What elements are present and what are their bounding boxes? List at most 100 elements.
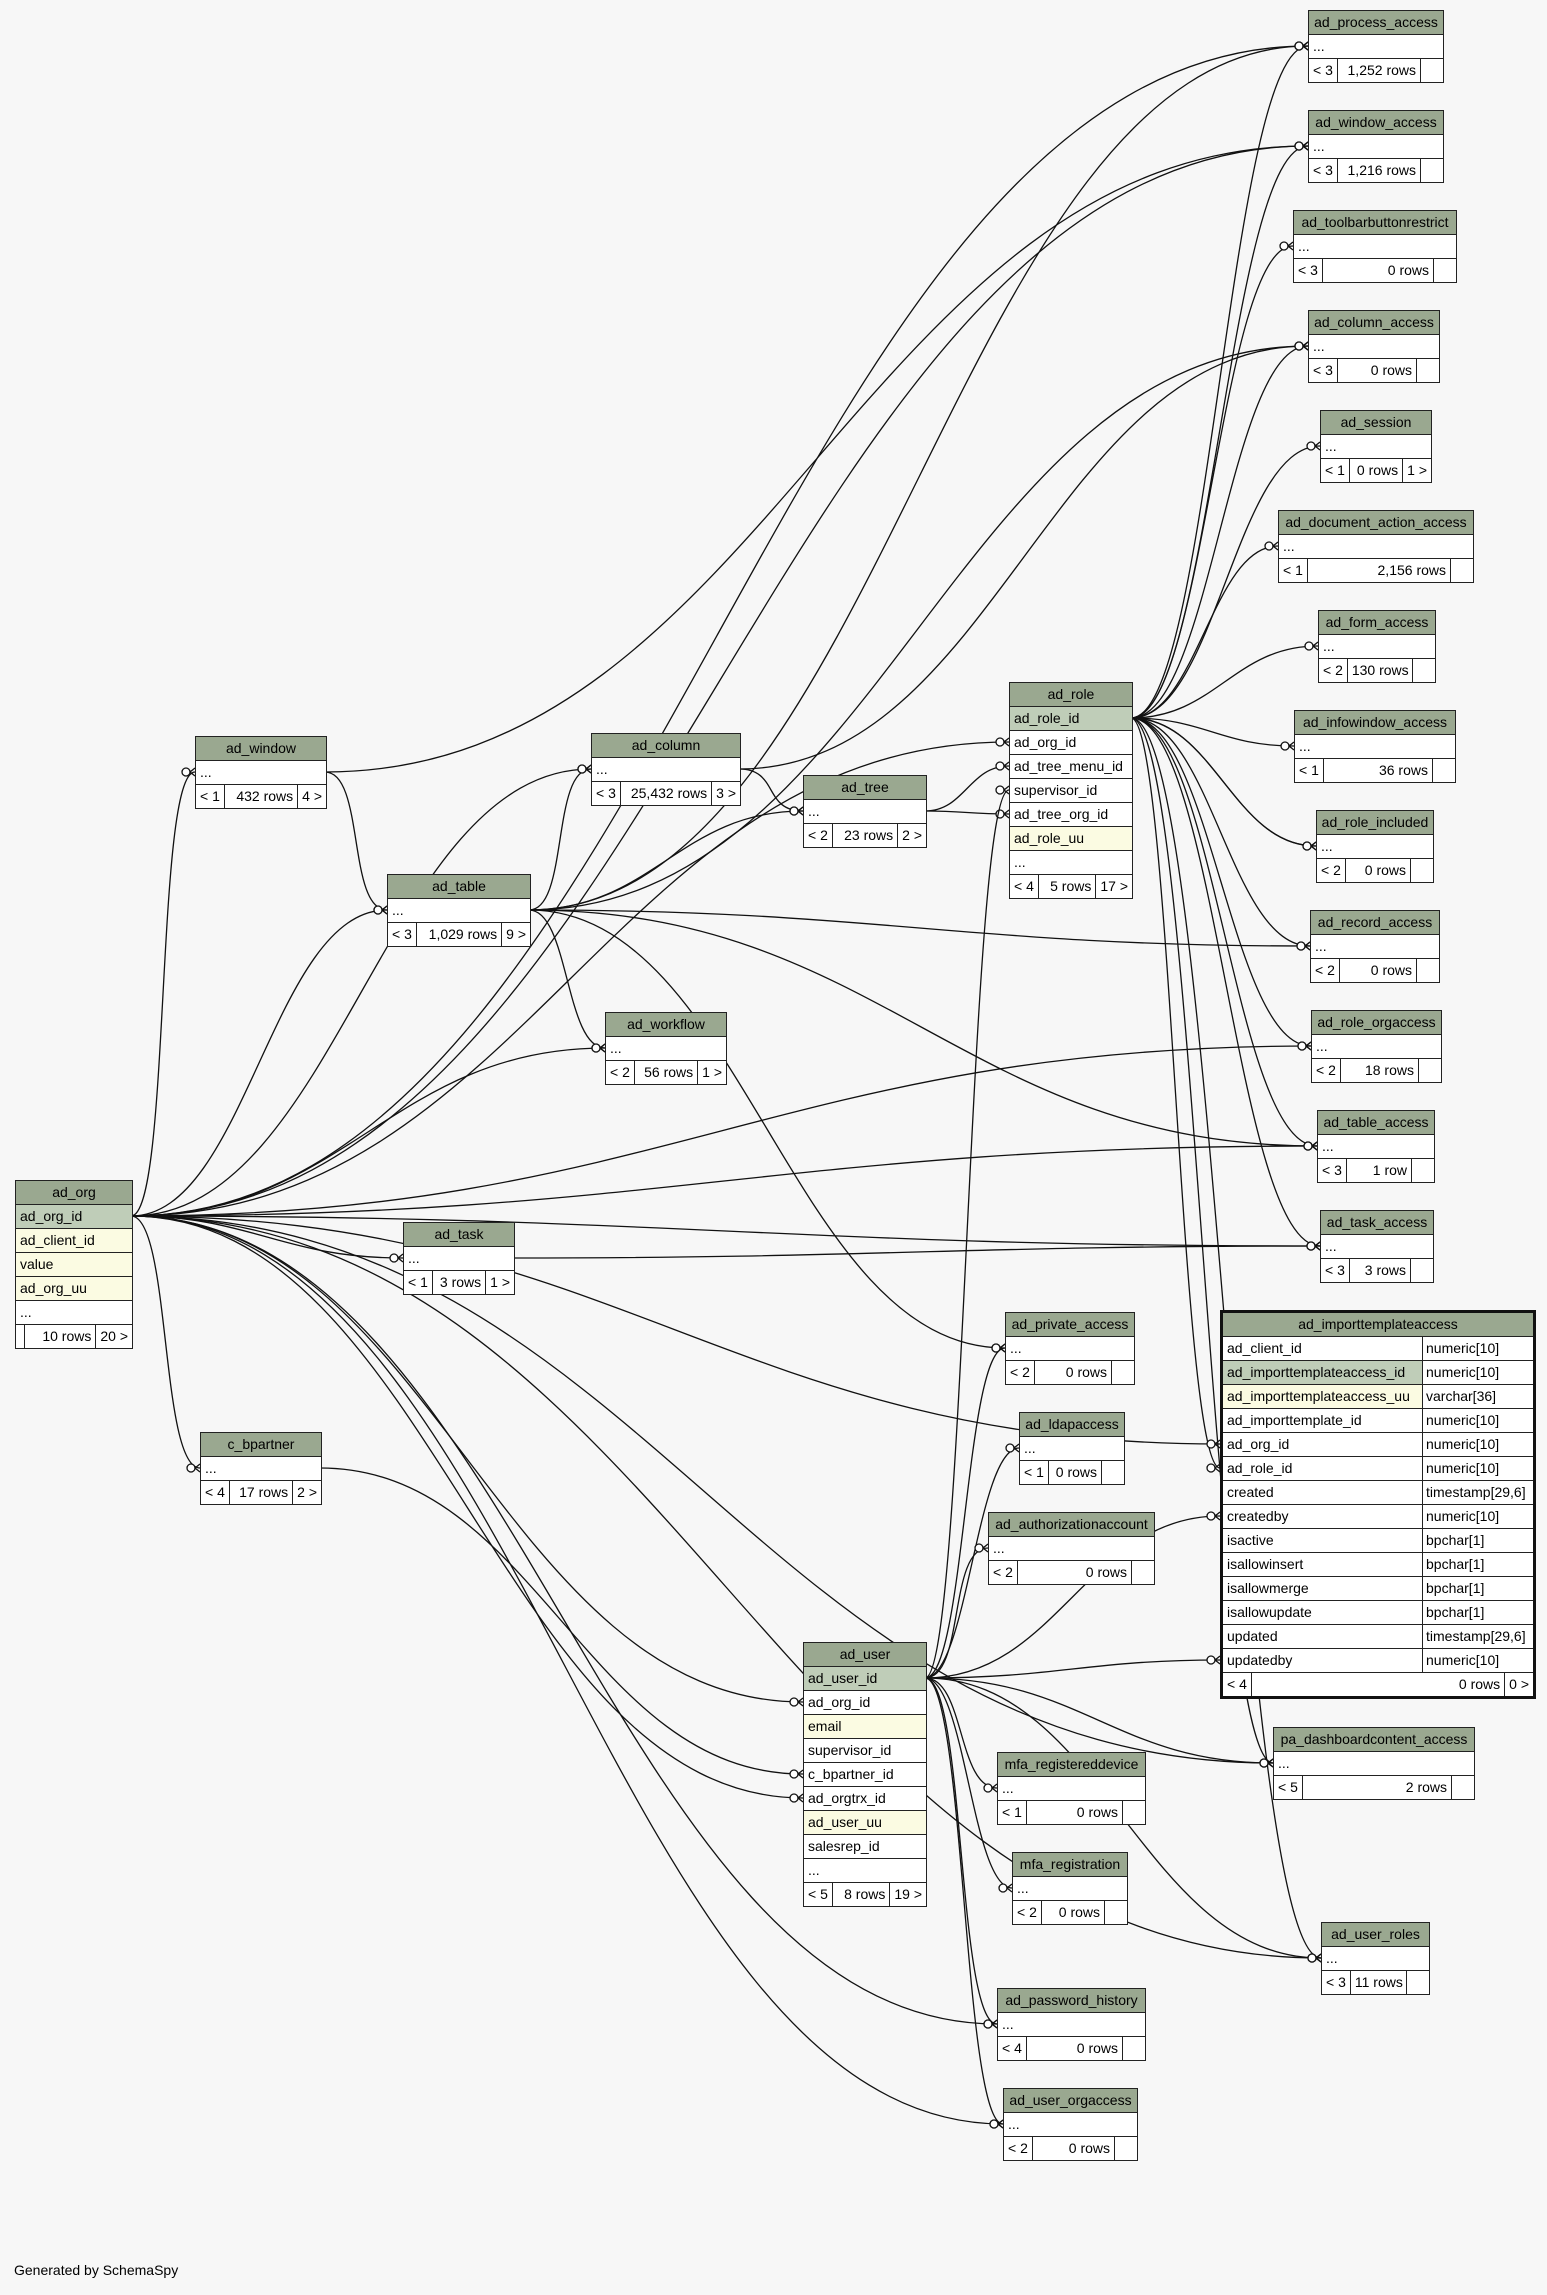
parent-count[interactable]: < 3 <box>1294 259 1323 282</box>
table-name[interactable]: ad_task <box>404 1223 514 1247</box>
more-columns[interactable]: ... <box>1317 835 1433 859</box>
more-columns[interactable]: ... <box>1010 851 1132 875</box>
more-columns[interactable]: ... <box>1309 335 1439 359</box>
more-columns[interactable]: ... <box>1321 435 1431 459</box>
child-count[interactable]: 20 > <box>100 1328 128 1344</box>
more-columns[interactable]: ... <box>1279 535 1473 559</box>
parent-count[interactable]: < 1 <box>404 1271 433 1294</box>
more-columns[interactable]: ... <box>804 800 926 824</box>
column-ad-role-uu[interactable]: ad_role_uu <box>1010 827 1132 851</box>
parent-count[interactable]: < 4 <box>201 1481 230 1504</box>
table-name[interactable]: mfa_registereddevice <box>998 1753 1145 1777</box>
child-count[interactable]: 1 > <box>1407 462 1427 478</box>
table-name[interactable]: ad_toolbarbuttonrestrict <box>1294 211 1456 235</box>
parent-count[interactable]: < 3 <box>1309 159 1338 182</box>
more-columns[interactable]: ... <box>1309 135 1443 159</box>
parent-count[interactable]: < 5 <box>804 1883 833 1906</box>
parent-count[interactable]: < 3 <box>1309 359 1338 382</box>
table-name[interactable]: pa_dashboardcontent_access <box>1274 1728 1474 1752</box>
table-name[interactable]: ad_table_access <box>1318 1111 1434 1135</box>
table-name[interactable]: ad_authorizationaccount <box>989 1513 1154 1537</box>
column-supervisor-id[interactable]: supervisor_id <box>804 1739 926 1763</box>
column-ad-user-id[interactable]: ad_user_id <box>804 1667 926 1691</box>
table-name[interactable]: ad_task_access <box>1321 1211 1433 1235</box>
parent-count[interactable]: < 3 <box>1318 1159 1347 1182</box>
table-name[interactable]: ad_private_access <box>1006 1313 1134 1337</box>
more-columns[interactable]: ... <box>404 1247 514 1271</box>
child-count[interactable]: 1 > <box>702 1064 722 1080</box>
parent-count[interactable]: < 2 <box>1311 959 1340 982</box>
parent-count[interactable]: < 4 <box>1010 875 1039 898</box>
table-name[interactable]: ad_window <box>196 737 326 761</box>
table-name[interactable]: ad_user_orgaccess <box>1004 2089 1137 2113</box>
more-columns[interactable]: ... <box>1312 1035 1441 1059</box>
more-columns[interactable]: ... <box>1020 1437 1124 1461</box>
parent-count[interactable]: < 2 <box>1312 1059 1341 1082</box>
parent-count[interactable]: < 3 <box>1322 1971 1351 1994</box>
table-name[interactable]: ad_role_included <box>1317 811 1433 835</box>
parent-count[interactable]: < 2 <box>804 824 833 847</box>
parent-count[interactable]: < 2 <box>1006 1361 1035 1384</box>
column-supervisor-id[interactable]: supervisor_id <box>1010 779 1132 803</box>
column-ad-org-id[interactable]: ad_org_id <box>804 1691 926 1715</box>
table-name[interactable]: ad_form_access <box>1319 611 1435 635</box>
table-name[interactable]: ad_org <box>16 1181 132 1205</box>
more-columns[interactable]: ... <box>606 1037 726 1061</box>
column-c-bpartner-id[interactable]: c_bpartner_id <box>804 1763 926 1787</box>
parent-count[interactable]: < 3 <box>592 782 621 805</box>
column-ad-tree-org-id[interactable]: ad_tree_org_id <box>1010 803 1132 827</box>
parent-count[interactable]: < 4 <box>1223 1673 1252 1696</box>
table-name[interactable]: ad_role_orgaccess <box>1312 1011 1441 1035</box>
parent-count[interactable]: < 3 <box>388 923 417 946</box>
table-name[interactable]: ad_user_roles <box>1322 1923 1429 1947</box>
table-name[interactable]: ad_role <box>1010 683 1132 707</box>
table-name[interactable]: mfa_registration <box>1013 1853 1127 1877</box>
table-name[interactable]: ad_document_action_access <box>1279 511 1473 535</box>
parent-count[interactable]: < 4 <box>998 2037 1027 2060</box>
column-ad-orgtrx-id[interactable]: ad_orgtrx_id <box>804 1787 926 1811</box>
table-name[interactable]: ad_column <box>592 734 740 758</box>
child-count[interactable]: 9 > <box>506 926 526 942</box>
column-ad-org-uu[interactable]: ad_org_uu <box>16 1277 132 1301</box>
child-count[interactable]: 2 > <box>297 1484 317 1500</box>
table-name[interactable]: ad_window_access <box>1309 111 1443 135</box>
parent-count[interactable]: < 2 <box>1004 2137 1033 2160</box>
child-count[interactable]: 19 > <box>894 1886 922 1902</box>
more-columns[interactable]: ... <box>1294 235 1456 259</box>
table-name[interactable]: ad_column_access <box>1309 311 1439 335</box>
column-ad-role-id[interactable]: ad_role_id <box>1010 707 1132 731</box>
table-name[interactable]: ad_workflow <box>606 1013 726 1037</box>
more-columns[interactable]: ... <box>998 1777 1145 1801</box>
